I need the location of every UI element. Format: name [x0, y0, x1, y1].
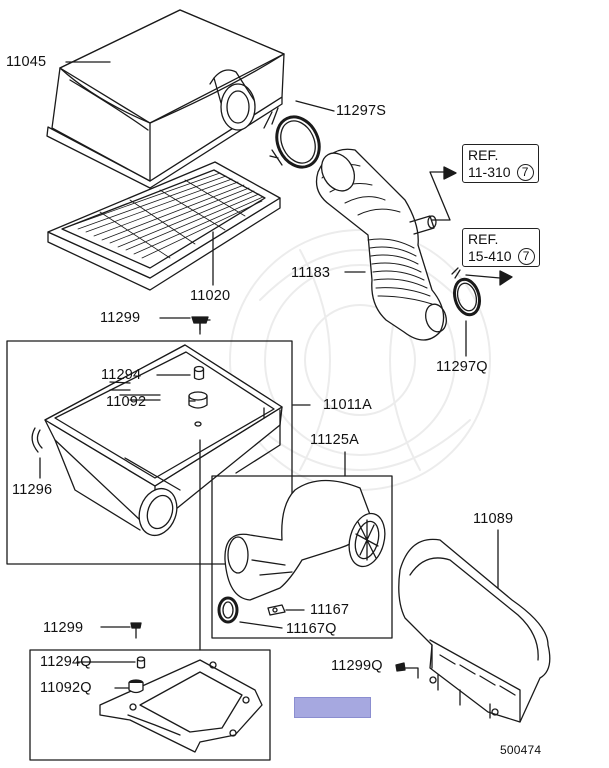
label-11167Q: 11167Q: [286, 621, 337, 637]
grommet-11092Q: [128, 679, 144, 694]
ref-box-11-310[interactable]: REF. 11-310 7: [462, 144, 539, 183]
air-filter-element: [47, 161, 281, 291]
mounting-bracket: [99, 659, 263, 753]
hose-clamp-lower: [451, 267, 481, 317]
air-duct-11089: [398, 529, 551, 723]
label-11183: 11183: [291, 265, 331, 281]
label-leaders: [39, 61, 196, 689]
ref-leaders: [212, 100, 513, 357]
label-11297Q: 11297Q: [436, 359, 488, 375]
label-11045: 11045: [6, 54, 47, 70]
air-duct: [217, 479, 386, 629]
label-11089: 11089: [473, 511, 514, 527]
label-11092Q: 11092Q: [40, 680, 92, 696]
ref-box-15-410[interactable]: REF. 15-410 7: [462, 228, 540, 267]
label-11294: 11294: [101, 367, 142, 383]
duct-group-frame: [211, 451, 393, 639]
hose-clamp-upper: [269, 115, 321, 169]
ref-number-circle: 7: [516, 164, 534, 181]
label-11299Q: 11299Q: [331, 658, 383, 674]
label-11299-top: 11299: [100, 310, 141, 326]
ref-title: REF.: [468, 231, 499, 247]
label-11297S: 11297S: [336, 103, 387, 119]
label-11299-bottom: 11299: [43, 620, 84, 636]
bolt-11299-bottom: [100, 622, 142, 639]
ref-code: 11-310: [468, 164, 511, 180]
ref-title: REF.: [468, 147, 499, 163]
label-11092: 11092: [106, 394, 147, 410]
bolt-11299Q: [395, 662, 406, 672]
air-cleaner-cover: [46, 9, 285, 189]
label-11167: 11167: [310, 602, 350, 618]
ref-code: 15-410: [468, 248, 512, 264]
label-11125A: 11125A: [310, 432, 360, 448]
bolt-11299-top: [191, 316, 209, 335]
diagram-id: 500474: [500, 743, 542, 757]
label-11294Q: 11294Q: [40, 654, 92, 670]
ref-number-circle: 7: [517, 248, 535, 265]
intake-hose: [315, 148, 447, 341]
collar-11294Q: [136, 656, 146, 669]
air-cleaner-case: [31, 317, 311, 537]
label-11020: 11020: [190, 288, 231, 304]
bracket-group-frame: [29, 439, 271, 761]
label-11296: 11296: [12, 482, 53, 498]
label-11011A: 11011A: [323, 397, 373, 413]
highlight-box[interactable]: [294, 697, 371, 718]
